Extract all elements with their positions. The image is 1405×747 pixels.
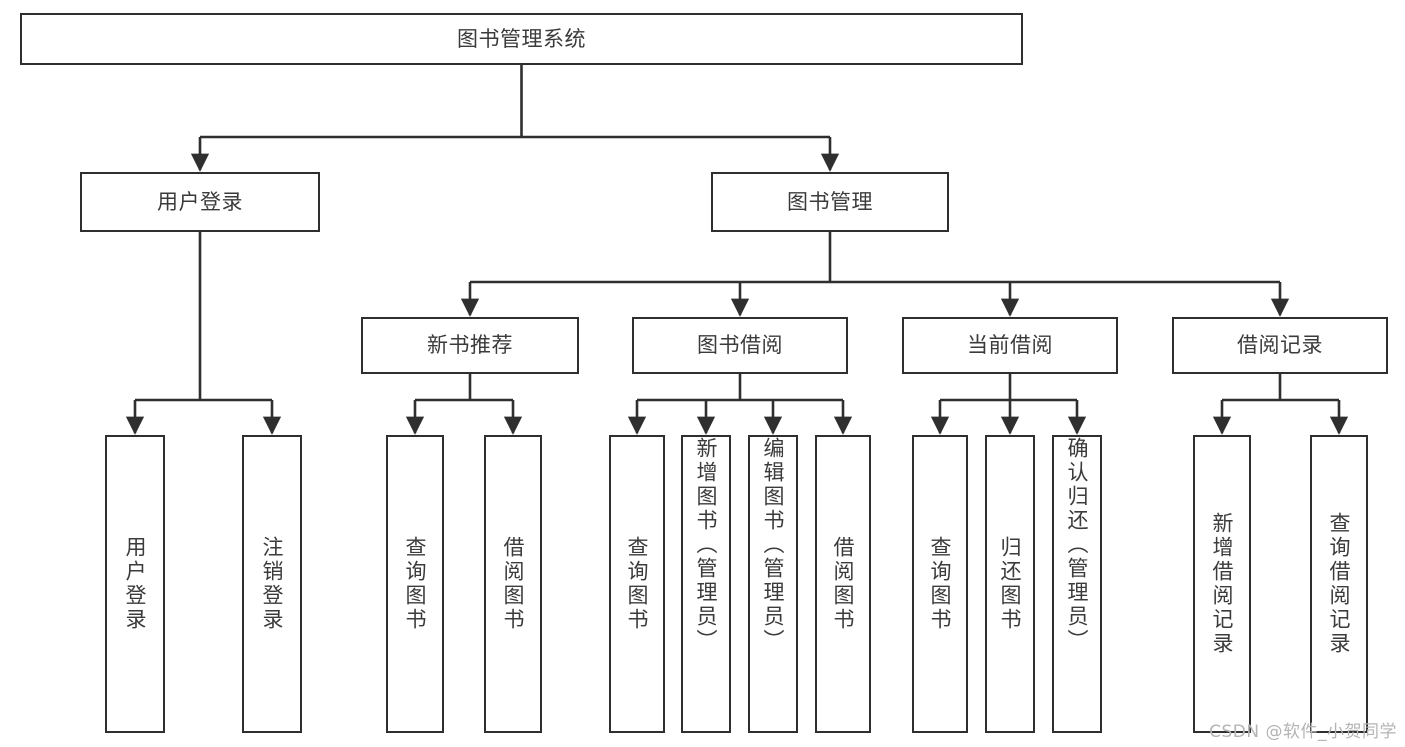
node-label: 确认归还（管理员） — [1065, 437, 1090, 653]
node-label: 新增借阅记录 — [1210, 512, 1235, 656]
node-new-book-rec[interactable]: 新书推荐 — [361, 317, 579, 374]
node-label: 借阅图书 — [831, 536, 856, 632]
node-label: 图书管理 — [787, 189, 873, 214]
node-leaf-add-book[interactable]: 新增图书（管理员） — [681, 435, 731, 733]
node-leaf-borrow-book-b[interactable]: 借阅图书 — [815, 435, 871, 733]
node-label: 查询图书 — [928, 536, 953, 632]
node-label: 查询借阅记录 — [1327, 512, 1352, 656]
node-leaf-borrow-book-rec[interactable]: 借阅图书 — [484, 435, 542, 733]
node-leaf-query-book-rec[interactable]: 查询图书 — [386, 435, 444, 733]
node-leaf-query-book-b[interactable]: 查询图书 — [609, 435, 665, 733]
node-leaf-edit-book[interactable]: 编辑图书（管理员） — [748, 435, 798, 733]
node-label: 编辑图书（管理员） — [761, 437, 786, 653]
node-label: 图书管理系统 — [457, 26, 586, 51]
node-leaf-return-book[interactable]: 归还图书 — [985, 435, 1035, 733]
node-leaf-query-record[interactable]: 查询借阅记录 — [1310, 435, 1368, 733]
node-leaf-add-record[interactable]: 新增借阅记录 — [1193, 435, 1251, 733]
node-label: 归还图书 — [998, 536, 1023, 632]
node-label: 注销登录 — [260, 536, 285, 632]
node-label: 新书推荐 — [427, 333, 513, 358]
node-borrow-record[interactable]: 借阅记录 — [1172, 317, 1388, 374]
node-root[interactable]: 图书管理系统 — [20, 13, 1023, 65]
node-book-borrow[interactable]: 图书借阅 — [632, 317, 848, 374]
node-label: 借阅图书 — [501, 536, 526, 632]
node-user-login[interactable]: 用户登录 — [80, 172, 320, 232]
node-label: 图书借阅 — [697, 333, 783, 358]
node-label: 查询图书 — [403, 536, 428, 632]
node-leaf-user-login[interactable]: 用户登录 — [105, 435, 165, 733]
node-leaf-logout[interactable]: 注销登录 — [242, 435, 302, 733]
node-current-borrow[interactable]: 当前借阅 — [902, 317, 1118, 374]
node-leaf-confirm-return[interactable]: 确认归还（管理员） — [1052, 435, 1102, 733]
node-leaf-query-book-c[interactable]: 查询图书 — [912, 435, 968, 733]
node-label: 当前借阅 — [967, 333, 1053, 358]
node-label: 用户登录 — [123, 536, 148, 632]
node-label: 用户登录 — [157, 189, 243, 214]
node-label: 查询图书 — [625, 536, 650, 632]
node-book-manage[interactable]: 图书管理 — [711, 172, 949, 232]
node-label: 借阅记录 — [1237, 333, 1323, 358]
csdn-watermark: CSDN @软件_小贺同学 — [1209, 722, 1397, 742]
node-label: 新增图书（管理员） — [694, 437, 719, 653]
